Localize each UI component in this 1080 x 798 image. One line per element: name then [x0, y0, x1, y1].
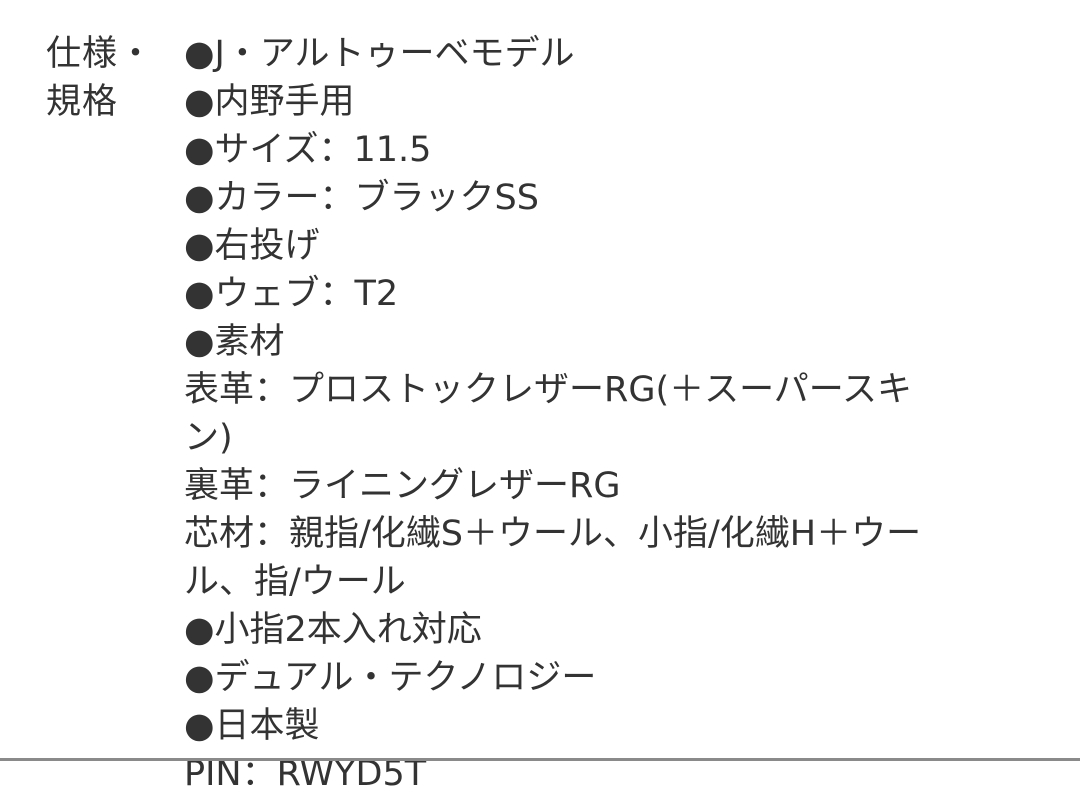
spec-line-pinky: ●小指2本入れ対応	[184, 610, 482, 650]
spec-line-web: ●ウェブ：T2	[184, 274, 399, 314]
spec-line-dual-tech: ●デュアル・テクノロジー	[184, 658, 597, 698]
bottom-divider	[0, 758, 1080, 761]
spec-line-core-cont: ル、指/ウール	[184, 562, 406, 602]
spec-line-throw: ●右投げ	[184, 226, 320, 266]
spec-line-size: ●サイズ：11.5	[184, 130, 432, 170]
spec-line-position: ●内野手用	[184, 82, 355, 122]
spec-line-outer-leather-cont: ン)	[184, 418, 233, 458]
spec-line-made-in: ●日本製	[184, 706, 320, 746]
spec-line-material-header: ●素材	[184, 322, 285, 362]
spec-line-core: 芯材：親指/化繊S＋ウール、小指/化繊H＋ウー	[184, 514, 922, 554]
spec-line-model: ●J・アルトゥーベモデル	[184, 34, 575, 74]
spec-line-color: ●カラー：ブラックSS	[184, 178, 539, 218]
spec-line-outer-leather: 表革：プロストックレザーRG(＋スーパースキ	[184, 370, 912, 410]
spec-line-lining: 裏革：ライニングレザーRG	[184, 466, 621, 506]
spec-label: 仕様・規格	[46, 34, 155, 122]
spec-list: ●J・アルトゥーベモデル ●内野手用 ●サイズ：11.5 ●カラー：ブラックSS…	[184, 30, 1014, 798]
